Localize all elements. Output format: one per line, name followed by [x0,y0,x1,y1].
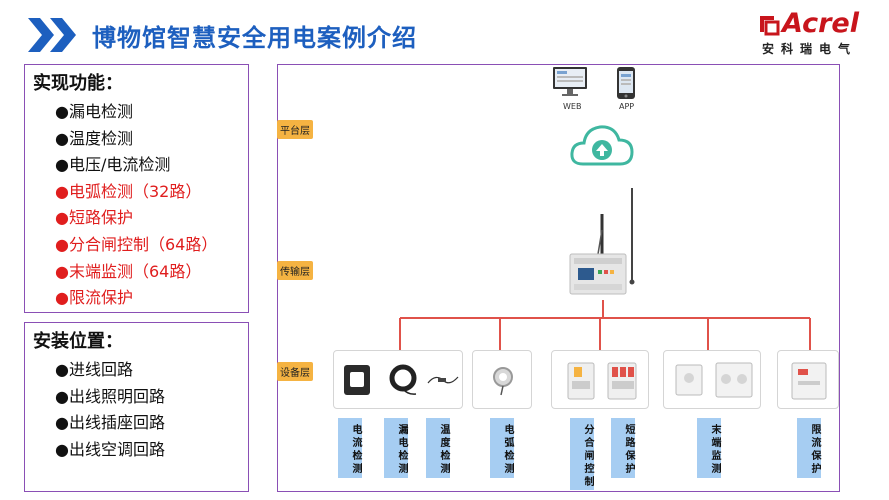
install-item: 出线照明回路 [55,384,165,411]
temperature-probe-icon [427,376,459,384]
double-chevron-icon [28,18,76,52]
tag-leakage-detect: 漏电检测 [384,418,408,478]
install-item: 出线空调回路 [55,437,165,464]
leakage-sensor-icon [389,364,417,395]
device-card-sensors [333,350,463,409]
gateway-device-icon [569,188,635,295]
brand-subtitle: 安科瑞电气 [762,42,858,56]
function-item-highlight: 短路保护 [55,205,217,232]
function-item-highlight: 电弧检测（32路） [55,179,217,206]
breaker-protection-icon [607,362,637,400]
function-item-highlight: 末端监测（64路） [55,259,217,286]
install-list: 进线回路 出线照明回路 出线插座回路 出线空调回路 [55,357,165,463]
install-location-panel: 安装位置： 进线回路 出线照明回路 出线插座回路 出线空调回路 [24,322,249,492]
layer-badge-device: 设备层 [277,362,313,381]
brand-name: Acrel [782,8,859,39]
function-item-highlight: 分合闸控制（64路） [55,232,217,259]
layer-badge-transmission: 传输层 [277,261,313,280]
function-item: 漏电检测 [55,99,217,126]
install-item: 出线插座回路 [55,410,165,437]
install-heading: 安装位置： [33,331,123,352]
function-item-highlight: 限流保护 [55,285,217,312]
device-card-terminals [663,350,761,409]
tag-current-limit: 限流保护 [797,418,821,478]
functions-panel: 实现功能： 漏电检测 温度检测 电压/电流检测 电弧检测（32路） 短路保护 分… [24,64,249,313]
device-card-limiter [777,350,839,409]
page-title: 博物馆智慧安全用电案例介绍 [92,24,417,52]
tag-terminal-monitor: 末端监测 [697,418,721,478]
app-label: APP [619,102,635,111]
tag-short-protect: 短路保护 [611,418,635,478]
device-card-breakers [551,350,649,409]
device-card-arc [472,350,532,409]
functions-list: 漏电检测 温度检测 电压/电流检测 电弧检测（32路） 短路保护 分合闸控制（6… [55,99,217,312]
terminal-monitor-large-icon [715,362,753,398]
function-item: 电压/电流检测 [55,152,217,179]
layer-badge-platform: 平台层 [277,120,313,139]
terminal-monitor-icon [675,364,703,396]
tag-current-detect: 电流检测 [338,418,362,478]
current-limiter-icon [791,362,827,400]
cloud-upload-icon [570,125,634,166]
current-transformer-icon [344,365,370,395]
functions-heading: 实现功能： [33,73,123,94]
acrel-logo-mark-icon [760,16,780,36]
web-label: WEB [563,102,582,111]
function-item: 温度检测 [55,126,217,153]
tag-arc-detect: 电弧检测 [490,418,514,478]
arc-detector-icon [493,367,513,396]
company-logo: Acrel 安科瑞电气 [756,8,874,58]
tag-breaker-control: 分合闸控制 [570,418,594,490]
web-monitor-icon [553,67,587,96]
tag-temperature-detect: 温度检测 [426,418,450,478]
breaker-control-icon [567,362,595,400]
install-item: 进线回路 [55,357,165,384]
app-phone-icon [617,67,635,99]
